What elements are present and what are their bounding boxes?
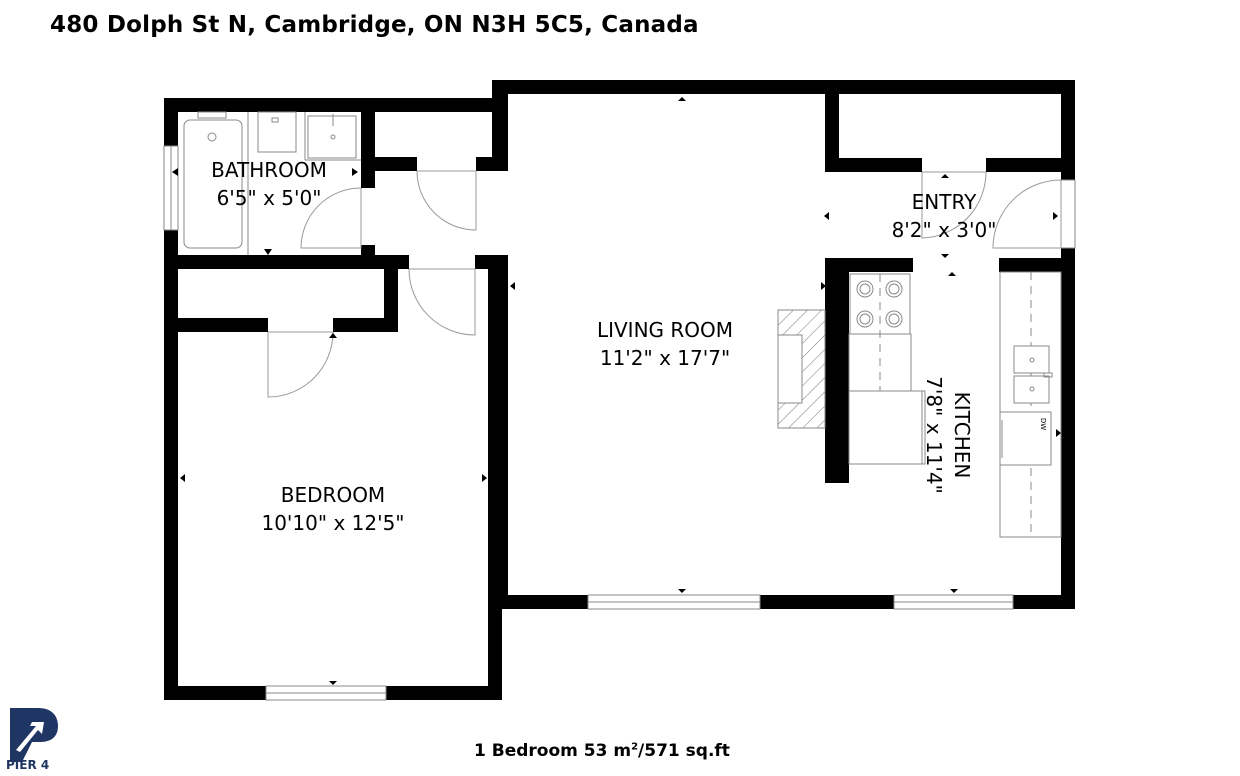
windows xyxy=(163,145,1076,701)
room-bedroom: BEDROOM 10'10" x 12'5" xyxy=(261,481,404,537)
unit-summary-sup: 2 xyxy=(631,741,639,753)
bathroom-fixtures xyxy=(183,111,361,255)
room-living-room: LIVING ROOM 11'2" x 17'7" xyxy=(597,316,733,372)
room-entry-name: ENTRY xyxy=(911,190,977,214)
brand-name: PIER 4 xyxy=(6,758,50,772)
dimension-markers xyxy=(172,97,1061,685)
room-kitchen-dimensions: 7'8" x 11'4" xyxy=(922,376,946,494)
room-bathroom-name: BATHROOM xyxy=(211,158,327,182)
room-bathroom-dimensions: 6'5" x 5'0" xyxy=(216,186,322,210)
unit-summary-suffix: /571 sq.ft xyxy=(638,741,730,761)
dishwasher-label: DW xyxy=(1039,417,1048,431)
room-bathroom: BATHROOM 6'5" x 5'0" xyxy=(211,156,327,212)
property-address: 480 Dolph St N, Cambridge, ON N3H 5C5, C… xyxy=(50,12,699,38)
room-kitchen: KITCHEN 7'8" x 11'4" xyxy=(920,376,976,494)
room-entry-dimensions: 8'2" x 3'0" xyxy=(891,218,997,242)
doors xyxy=(267,170,1062,398)
room-living-room-name: LIVING ROOM xyxy=(596,318,734,342)
unit-summary-prefix: 1 Bedroom 53 m xyxy=(474,741,632,761)
room-bedroom-name: BEDROOM xyxy=(280,483,386,507)
room-entry: ENTRY 8'2" x 3'0" xyxy=(892,188,997,244)
pier4-logo-icon xyxy=(10,708,58,762)
room-bedroom-dimensions: 10'10" x 12'5" xyxy=(261,511,405,535)
walls xyxy=(164,80,1075,700)
room-living-room-dimensions: 11'2" x 17'7" xyxy=(599,346,731,370)
room-kitchen-name: KITCHEN xyxy=(950,391,974,479)
kitchen-fixtures xyxy=(777,271,1062,538)
unit-summary: 1 Bedroom 53 m2/571 sq.ft xyxy=(474,741,730,761)
